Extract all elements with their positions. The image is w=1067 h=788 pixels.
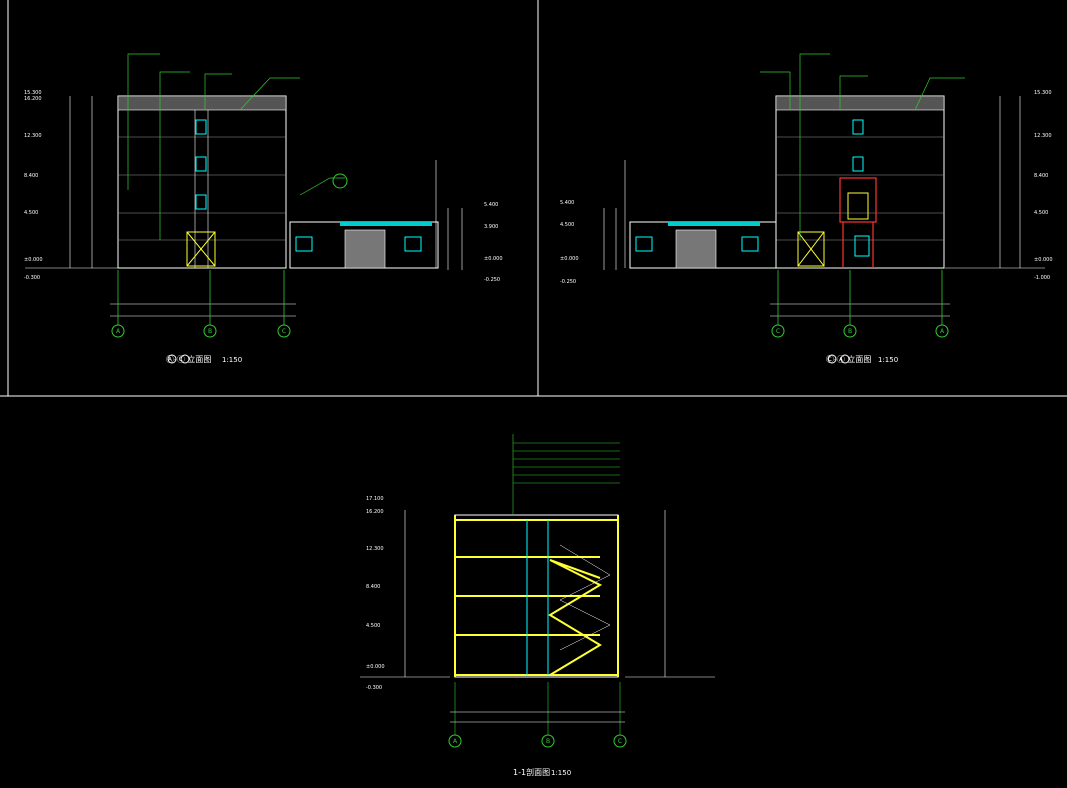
level-label: 15.300: [1034, 90, 1052, 96]
level-label: ±0.000: [560, 256, 579, 262]
level-label: 12.300: [1034, 133, 1052, 139]
elevation-left[interactable]: A B C 15.300 16.200 12.300 8.400 4.500 ±…: [24, 53, 503, 364]
axis-label: B: [208, 328, 212, 335]
level-label: 17.100: [366, 496, 384, 502]
axis-label: C: [282, 328, 286, 335]
viewport-borders: [0, 0, 1067, 397]
drawing-title: Ⓒ-Ⓐ 立面图: [826, 354, 871, 364]
level-label: 4.500: [1034, 210, 1048, 216]
drawing-scale: 1:150: [878, 356, 898, 364]
level-label: 8.400: [366, 584, 380, 590]
level-label: -0.250: [484, 277, 500, 283]
level-label: 8.400: [24, 173, 38, 179]
level-label: 4.500: [24, 210, 38, 216]
level-label: 3.900: [484, 224, 498, 230]
axis-label: A: [116, 328, 121, 335]
drawing-title: Ⓐ-Ⓒ 立面图: [166, 354, 211, 364]
level-label: ±0.000: [366, 664, 385, 670]
level-label: ±0.000: [24, 257, 43, 263]
level-label: 4.500: [560, 222, 574, 228]
elevation-right[interactable]: C B A 15.300 12.300 8.400 4.500 ±0.000 -…: [560, 53, 1053, 364]
level-label: -0.300: [24, 275, 40, 281]
level-label: 5.400: [484, 202, 498, 208]
level-label: ±0.000: [484, 256, 503, 262]
level-label: 4.500: [366, 623, 380, 629]
level-label: -0.250: [560, 279, 576, 285]
axis-label: A: [453, 738, 458, 745]
drawing-scale: 1:150: [222, 356, 242, 364]
level-label: 12.300: [366, 546, 384, 552]
level-label: 15.300: [24, 90, 42, 96]
level-label: 16.200: [366, 509, 384, 515]
level-label: 16.200: [24, 96, 42, 102]
level-label: -1.000: [1034, 275, 1050, 281]
axis-label: A: [940, 328, 945, 335]
axis-label: C: [618, 738, 622, 745]
section-1-1[interactable]: A B C 17.100 16.200 12.300 8.400 4.500 ±…: [360, 434, 715, 777]
level-label: 5.400: [560, 200, 574, 206]
level-label: ±0.000: [1034, 257, 1053, 263]
axis-label: C: [776, 328, 780, 335]
axis-label: B: [546, 738, 550, 745]
level-label: 8.400: [1034, 173, 1048, 179]
drawing-title: 1-1剖面图: [513, 767, 550, 777]
axis-label: B: [848, 328, 852, 335]
drawing-scale: 1:150: [551, 769, 571, 777]
level-label: 12.300: [24, 133, 42, 139]
level-label: -0.300: [366, 685, 382, 691]
